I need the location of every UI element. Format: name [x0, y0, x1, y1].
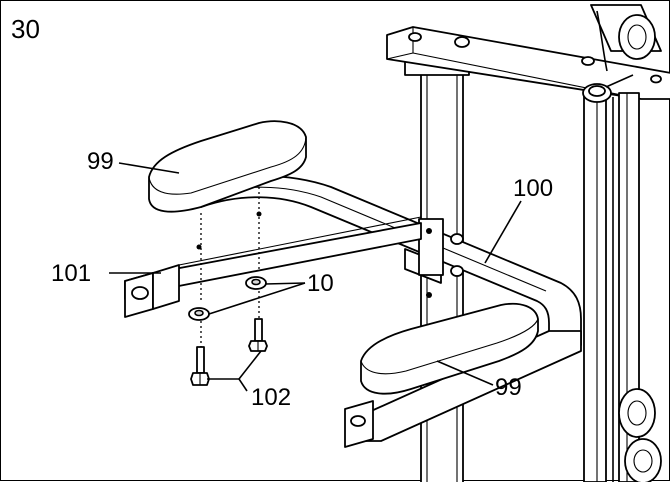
weight-stack-guide: [582, 4, 662, 482]
part-10-washers: [188, 276, 267, 321]
part-99-pad-top: [148, 120, 307, 213]
part-99-pad-bottom: [360, 302, 539, 395]
callout-102: 102: [251, 384, 291, 411]
part-101-bar: [124, 211, 422, 318]
callout-10: 10: [307, 270, 334, 297]
step-number: 30: [11, 14, 40, 44]
callout-101: 101: [51, 260, 91, 287]
callout-100: 100: [513, 175, 553, 202]
part-102-bolts: [190, 318, 268, 386]
leader-lines: [109, 162, 522, 392]
callout-99-bottom: 99: [495, 374, 522, 401]
alignment-lines: [200, 187, 260, 347]
callout-99-top: 99: [87, 148, 114, 175]
